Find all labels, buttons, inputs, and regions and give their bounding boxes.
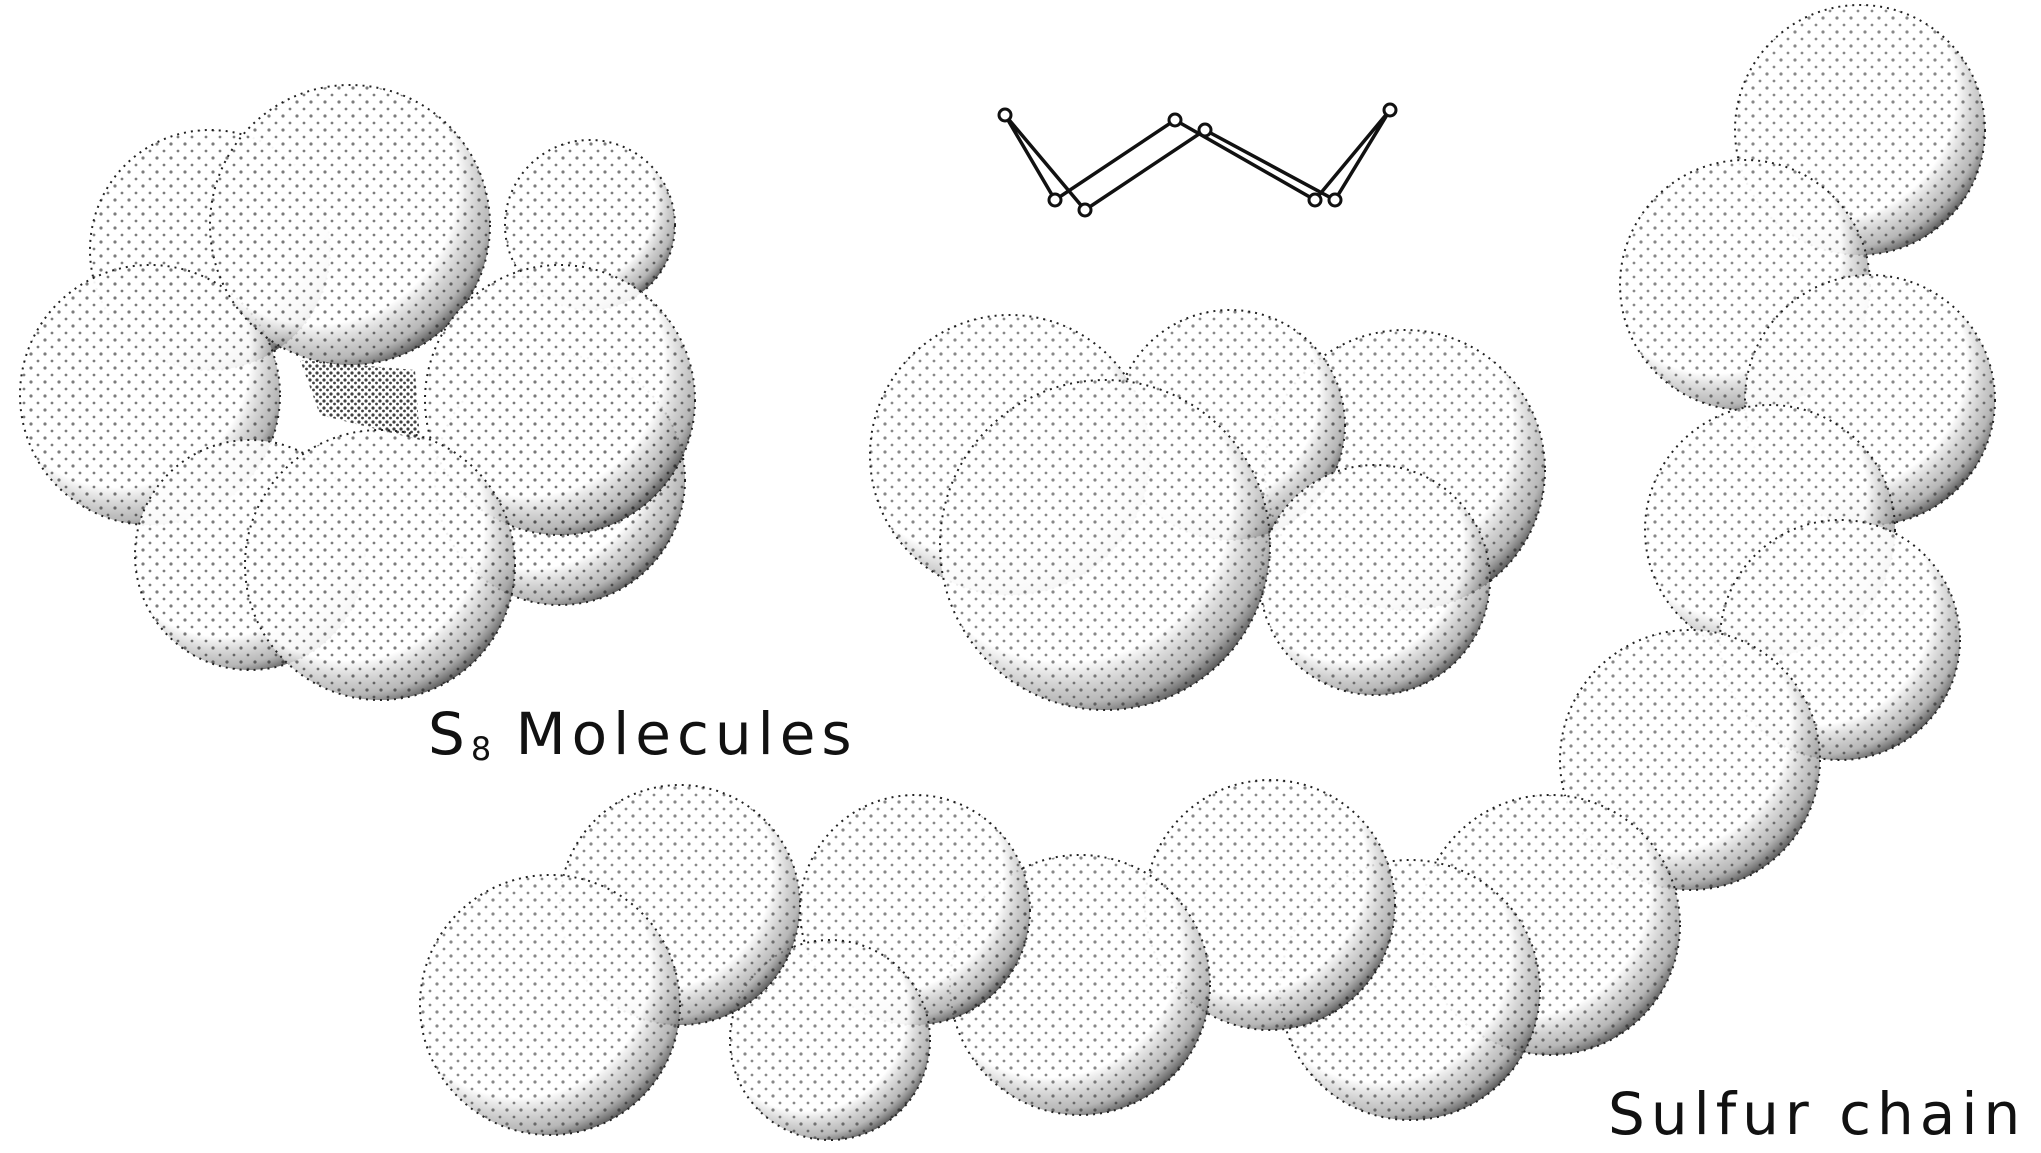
s8-symbol: S xyxy=(428,700,471,768)
s8-molecule-top-view xyxy=(20,85,695,700)
ring-center-shadow xyxy=(300,360,420,440)
sulfur-chain-label: Sulfur chain xyxy=(1608,1080,2026,1148)
s8-subscript: 8 xyxy=(471,730,491,768)
s8-molecule-side-view xyxy=(870,310,1545,710)
s8-ring-skeleton xyxy=(999,104,1396,216)
sphere xyxy=(420,875,680,1135)
molecules-word: Molecules xyxy=(491,700,857,768)
sphere xyxy=(1260,465,1490,695)
sphere xyxy=(940,380,1270,710)
s8-molecules-label: S8 Molecules xyxy=(428,700,858,768)
sphere xyxy=(245,430,515,700)
